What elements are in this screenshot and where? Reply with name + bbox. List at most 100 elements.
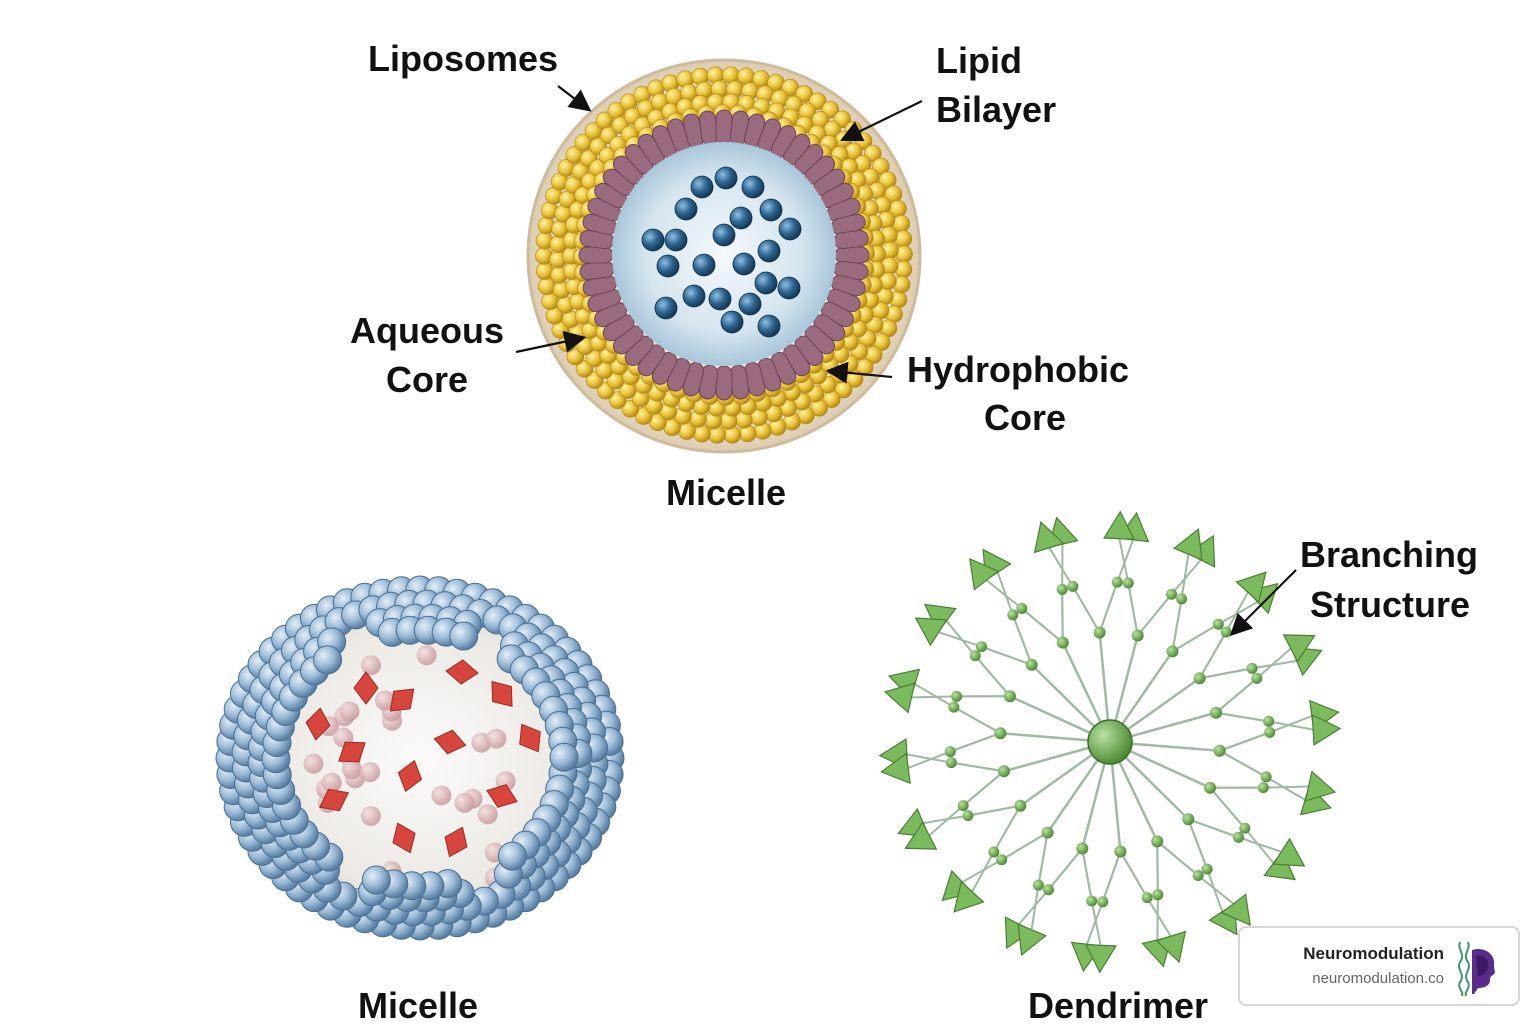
branch-line [1002, 833, 1048, 860]
branch-node [1057, 637, 1069, 649]
terminal-triangle [1273, 839, 1304, 866]
lipid-tail-segment [579, 247, 613, 263]
watermark-badge: Neuromodulation neuromodulation.co [1238, 926, 1520, 1006]
label-liposomes: Liposomes [368, 34, 558, 83]
branch-node [1067, 581, 1078, 592]
payload-sphere [755, 272, 777, 294]
branch-line [945, 620, 975, 656]
branch-line [1200, 668, 1252, 678]
surfactant-sphere [550, 743, 578, 771]
branch-line [975, 656, 1010, 696]
branch-line [968, 806, 1020, 816]
branch-line [985, 579, 1021, 608]
branch-line [1073, 586, 1100, 632]
branch-node [996, 854, 1007, 865]
inner-bead [339, 701, 359, 721]
payload-sphere [642, 229, 664, 251]
branch-node [1204, 782, 1216, 794]
inner-bead [361, 655, 381, 675]
branch-node [1026, 659, 1038, 671]
branch-node [1214, 745, 1226, 757]
branch-node [1210, 707, 1222, 719]
label-aqueous-core: Core [346, 355, 508, 404]
branch-line [950, 733, 1000, 751]
branch-node [1264, 727, 1275, 738]
micelle-diagram [216, 576, 624, 940]
branch-node [1097, 896, 1108, 907]
inner-bead [303, 754, 323, 774]
lipid-tail-segment [716, 366, 732, 400]
branch-node [1043, 884, 1054, 895]
branch-node [1042, 827, 1054, 839]
branch-node [951, 691, 962, 702]
inner-bead [361, 806, 381, 826]
branch-node [994, 727, 1006, 739]
branch-node [1014, 800, 1026, 812]
branch-line [1157, 841, 1198, 875]
terminal-triangle [885, 683, 915, 712]
branch-node [958, 800, 969, 811]
branch-node [998, 765, 1010, 777]
branch-node [970, 650, 981, 661]
branch-node [1112, 577, 1123, 588]
payload-sphere [691, 176, 713, 198]
branch-line [1038, 833, 1047, 886]
label-branching: Branching [1300, 530, 1478, 579]
branch-node [1221, 626, 1232, 637]
branch-line [1157, 841, 1158, 894]
branch-node [1004, 690, 1016, 702]
lipid-tail-segment [835, 247, 869, 263]
payload-sphere [657, 255, 679, 277]
branch-line [1210, 788, 1245, 828]
branch-line [1226, 591, 1248, 632]
branch-line [1200, 632, 1227, 678]
branch-line [961, 860, 1002, 883]
inner-bead [431, 785, 451, 805]
payload-sphere [693, 254, 715, 276]
payload-sphere [760, 199, 782, 221]
payload-sphere [709, 288, 731, 310]
branch-line [1216, 678, 1257, 712]
label-hydrophobic: Hydrophobic [902, 345, 1134, 394]
label-hydrophobic-core: Core [902, 393, 1148, 442]
branch-node [1142, 892, 1153, 903]
branch-node [1076, 842, 1088, 854]
branch-line [910, 696, 957, 697]
branch-line [1120, 852, 1147, 898]
inner-bead [417, 645, 437, 665]
brain-head-logo-icon [1454, 940, 1496, 996]
branch-node [1151, 835, 1163, 847]
label-aqueous: Aqueous [346, 306, 508, 355]
payload-sphere [758, 315, 780, 337]
branch-line [1239, 837, 1283, 852]
branch-node [1166, 589, 1177, 600]
branch-node [1194, 672, 1206, 684]
surfactant-sphere [362, 866, 390, 894]
branch-node [1247, 663, 1258, 674]
surfactant-sphere [498, 842, 526, 870]
branch-line [1245, 828, 1275, 864]
branch-node [946, 757, 957, 768]
payload-sphere [730, 207, 752, 229]
branch-node [1202, 864, 1213, 875]
branch-line [954, 707, 1000, 733]
branch-line [1188, 819, 1238, 837]
branch-node [945, 746, 956, 757]
label-structure: Structure [1310, 580, 1470, 629]
branch-node [1193, 870, 1204, 881]
payload-sphere [655, 297, 677, 319]
branch-node [948, 702, 959, 713]
branch-line [951, 763, 1004, 772]
surfactant-sphere [314, 646, 342, 674]
label-lipid: Lipid [936, 36, 1022, 85]
caption-dendrimer: Dendrimer [1000, 981, 1236, 1030]
branch-node [1261, 771, 1272, 782]
branch-node [1263, 716, 1274, 727]
branch-node [1152, 889, 1163, 900]
terminal-triangle [1305, 772, 1335, 801]
watermark-name: Neuromodulation [1303, 944, 1444, 964]
watermark-url: neuromodulation.co [1312, 970, 1444, 987]
terminal-triangle [916, 618, 947, 645]
branch-node [1258, 782, 1269, 793]
